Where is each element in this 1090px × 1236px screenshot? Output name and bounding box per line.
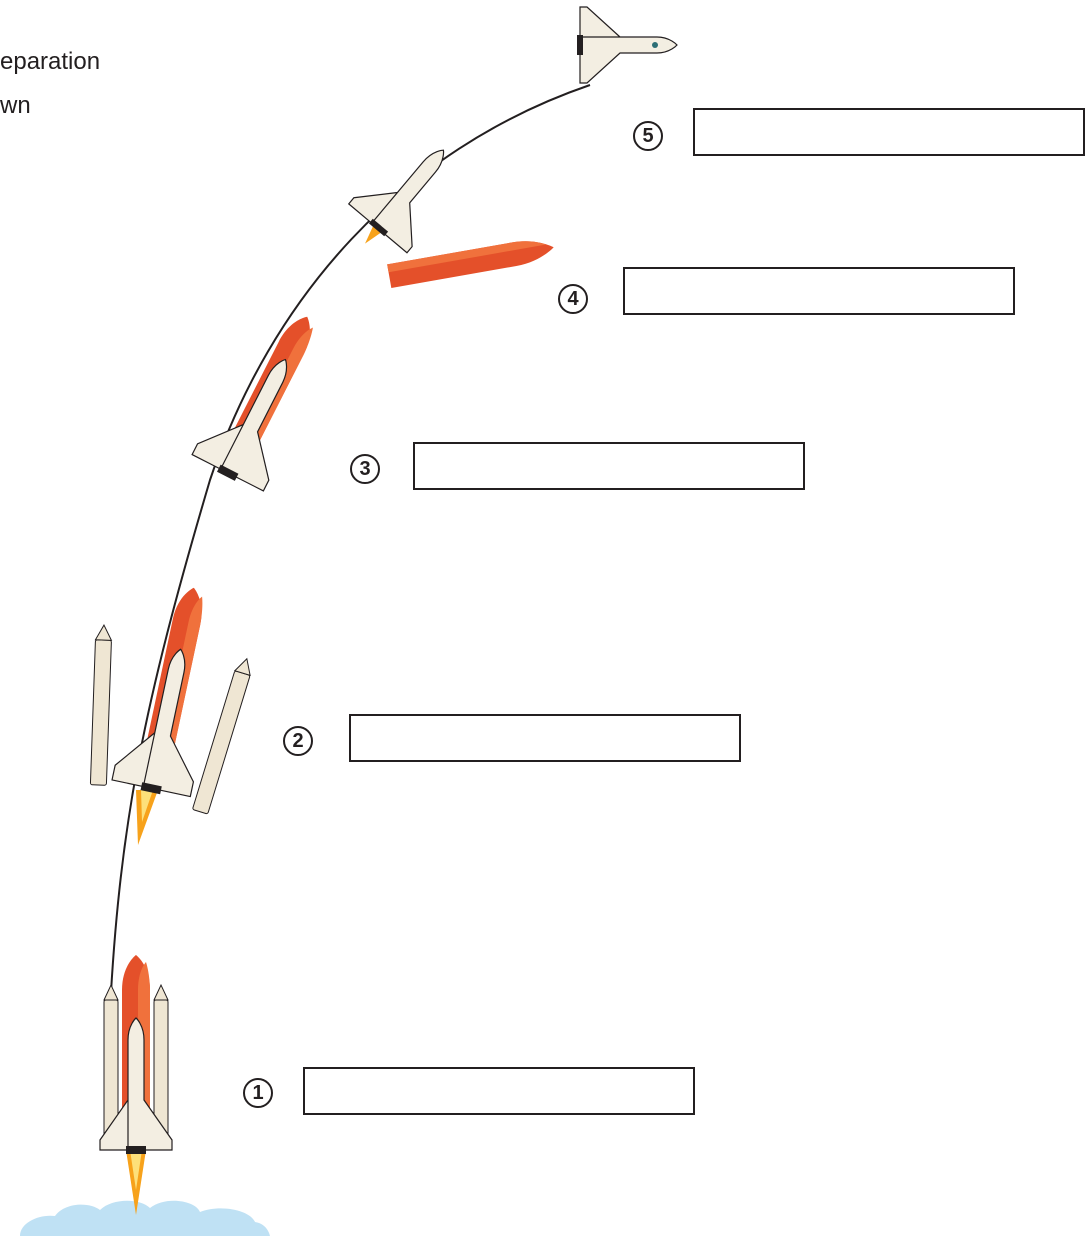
stage-1-launch-illustration bbox=[20, 955, 270, 1236]
stage-4-orbiter bbox=[347, 149, 445, 254]
answer-box-4[interactable] bbox=[623, 267, 1015, 315]
stage-5-orbiter bbox=[579, 6, 678, 84]
separated-external-tank bbox=[387, 241, 554, 289]
stage-4-tank-separation-illustration bbox=[347, 149, 554, 289]
answer-box-5[interactable] bbox=[693, 108, 1085, 156]
cut-off-text-separation: eparation bbox=[0, 48, 101, 75]
stage-2-orbiter bbox=[111, 648, 195, 798]
stage-3-orbiter bbox=[191, 358, 288, 492]
stage-number-5: 5 bbox=[633, 121, 663, 151]
stage-number-2: 2 bbox=[283, 726, 313, 756]
stage-number-4: 4 bbox=[558, 284, 588, 314]
trajectory-arc bbox=[109, 84, 591, 1011]
launch-smoke bbox=[20, 1200, 270, 1236]
stage-number-3: 3 bbox=[350, 454, 380, 484]
stage-3-climb-illustration bbox=[191, 316, 313, 492]
cut-off-text-down: wn bbox=[0, 92, 31, 119]
separated-booster-right bbox=[192, 670, 251, 815]
answer-box-3[interactable] bbox=[413, 442, 805, 490]
stage-5-orbit-illustration bbox=[577, 6, 678, 84]
answer-box-1[interactable] bbox=[303, 1067, 695, 1115]
answer-box-2[interactable] bbox=[349, 714, 741, 762]
stage-number-1: 1 bbox=[243, 1078, 273, 1108]
separated-booster-left bbox=[89, 639, 112, 786]
stage-2-booster-separation-illustration bbox=[89, 587, 251, 845]
orbiter bbox=[99, 1017, 173, 1151]
